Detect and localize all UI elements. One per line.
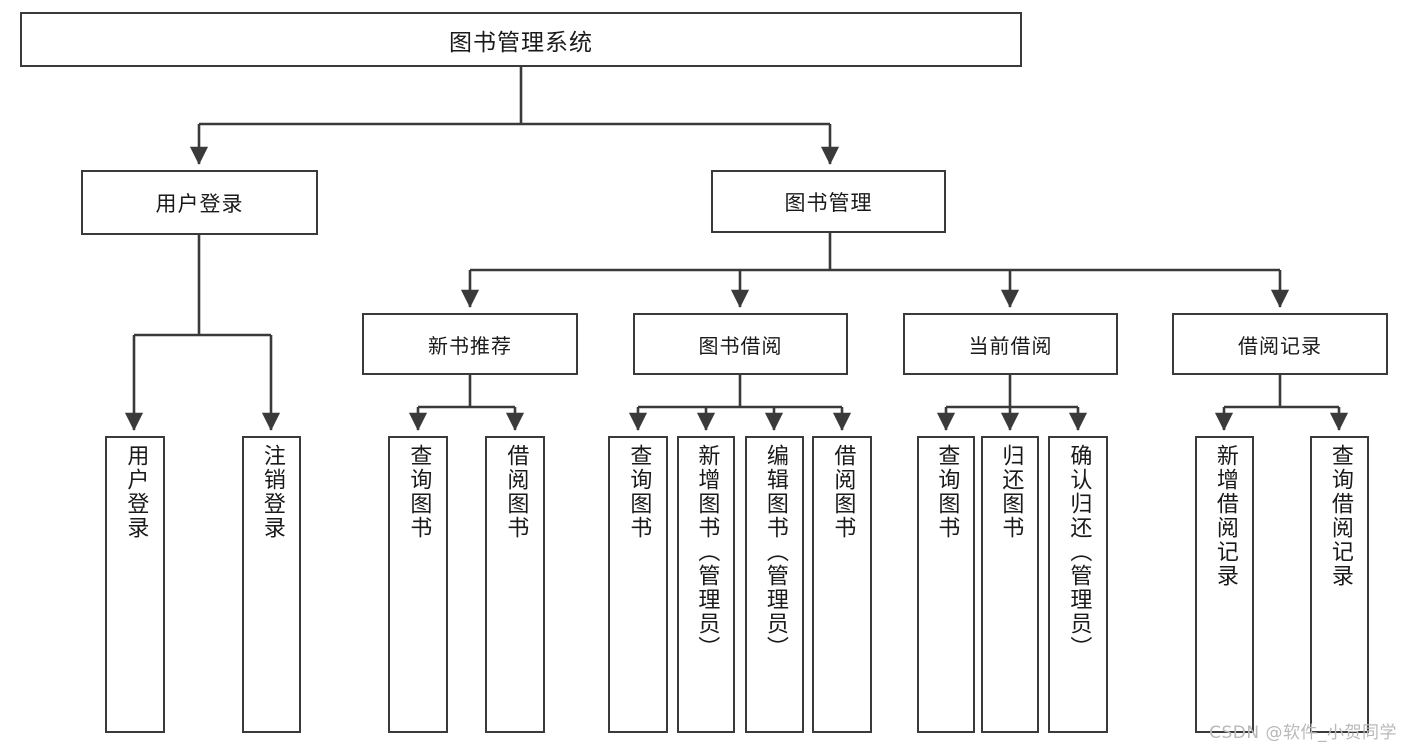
leaf-book-borrow-query[interactable]: 查询图书: [608, 436, 668, 733]
leaf-book-borrow-borrow[interactable]: 借阅图书: [812, 436, 872, 733]
leaf-book-borrow-query-label: 查询图书: [626, 444, 652, 540]
node-book-borrow-label: 图书借阅: [698, 333, 783, 358]
edge-user-login-to-leaves: [124, 235, 281, 431]
node-new-book-recommend[interactable]: 新书推荐: [362, 313, 578, 375]
leaf-user-login-signin[interactable]: 用户登录: [105, 436, 165, 733]
leaf-book-borrow-borrow-label: 借阅图书: [830, 444, 856, 540]
leaf-user-login-signout-label: 注销登录: [259, 444, 285, 540]
leaf-book-borrow-add[interactable]: 新增图书（管理员）: [677, 436, 735, 733]
edge-book-manage-to-level2: [460, 233, 1290, 308]
edge-book-borrow-to-leaves: [628, 375, 852, 431]
leaf-user-login-signout[interactable]: 注销登录: [242, 436, 301, 733]
leaf-book-borrow-add-label: 新增图书（管理员）: [694, 444, 720, 660]
leaf-user-login-signin-label: 用户登录: [123, 444, 149, 540]
leaf-new-book-query[interactable]: 查询图书: [388, 436, 448, 733]
leaf-borrow-record-add[interactable]: 新增借阅记录: [1195, 436, 1254, 733]
node-root-system[interactable]: 图书管理系统: [20, 12, 1022, 67]
node-root-system-label: 图书管理系统: [449, 29, 593, 56]
leaf-borrow-record-query[interactable]: 查询借阅记录: [1310, 436, 1369, 733]
leaf-current-borrow-confirm-return-label: 确认归还（管理员）: [1066, 444, 1092, 660]
node-user-login[interactable]: 用户登录: [81, 170, 318, 235]
edge-new-book-to-leaves: [408, 375, 525, 431]
node-new-book-recommend-label: 新书推荐: [428, 333, 512, 358]
leaf-new-book-borrow-label: 借阅图书: [503, 444, 529, 540]
leaf-current-borrow-query-label: 查询图书: [934, 444, 960, 540]
leaf-current-borrow-query[interactable]: 查询图书: [917, 436, 975, 733]
node-borrow-record-label: 借阅记录: [1238, 333, 1322, 358]
node-current-borrow-label: 当前借阅: [968, 333, 1053, 358]
leaf-book-borrow-edit-label: 编辑图书（管理员）: [762, 444, 788, 660]
leaf-borrow-record-query-label: 查询借阅记录: [1327, 444, 1353, 588]
leaf-current-borrow-confirm-return[interactable]: 确认归还（管理员）: [1048, 436, 1108, 733]
node-user-login-label: 用户登录: [155, 191, 244, 216]
leaf-new-book-borrow[interactable]: 借阅图书: [485, 436, 545, 733]
csdn-watermark: CSDN @软件_小贺同学: [1209, 723, 1397, 743]
node-book-borrow[interactable]: 图书借阅: [633, 313, 848, 375]
leaf-borrow-record-add-label: 新增借阅记录: [1212, 444, 1238, 588]
node-current-borrow[interactable]: 当前借阅: [903, 313, 1118, 375]
leaf-book-borrow-edit[interactable]: 编辑图书（管理员）: [745, 436, 804, 733]
node-book-manage-label: 图书管理: [784, 190, 873, 215]
node-borrow-record[interactable]: 借阅记录: [1172, 313, 1388, 375]
node-book-manage[interactable]: 图书管理: [711, 170, 946, 233]
leaf-current-borrow-return[interactable]: 归还图书: [981, 436, 1039, 733]
edge-root-to-level1: [189, 67, 840, 165]
leaf-new-book-query-label: 查询图书: [406, 444, 432, 540]
edge-current-borrow-to-leaves: [936, 375, 1088, 431]
leaf-current-borrow-return-label: 归还图书: [998, 444, 1024, 540]
edge-borrow-record-to-leaves: [1214, 375, 1349, 431]
